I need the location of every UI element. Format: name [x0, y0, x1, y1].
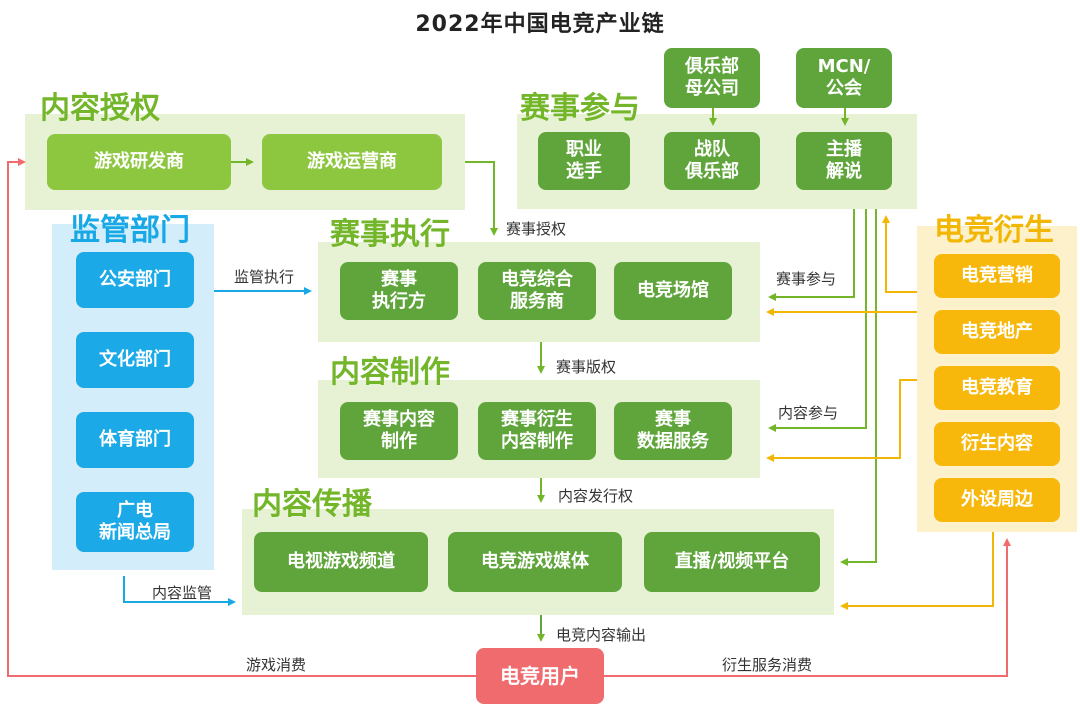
event-execution-title: 赛事执行	[330, 217, 450, 252]
regulators-title: 监管部门	[70, 213, 190, 248]
game-consumption-label: 游戏消费	[246, 656, 307, 674]
content-license-title: 内容授权	[40, 91, 160, 126]
esports-media-box: 电竞游戏媒体	[448, 532, 622, 592]
team-club-box: 战队 俱乐部	[664, 132, 760, 190]
public-security-box: 公安部门	[76, 252, 194, 308]
event-license-label: 赛事授权	[506, 220, 567, 238]
regulation-exec-label: 监管执行	[234, 268, 295, 286]
esports-education-box: 电竞教育	[934, 366, 1060, 410]
esports-venue-box: 电竞场馆	[614, 262, 732, 320]
event-content-production-box: 赛事内容 制作	[340, 402, 458, 460]
page-title: 2022年中国电竞产业链	[415, 12, 665, 37]
game-operator-box: 游戏运营商	[262, 134, 442, 190]
content-participation-label: 内容参与	[778, 404, 839, 422]
live-video-platform-box: 直播/视频平台	[644, 532, 820, 592]
club-parent-company-box: 俱乐部 母公司	[664, 48, 760, 108]
esports-marketing-box: 电竞营销	[934, 254, 1060, 298]
event-participation-title: 赛事参与	[520, 91, 640, 126]
event-copyright-label: 赛事版权	[556, 358, 617, 376]
derivatives-title: 电竞衍生	[934, 213, 1054, 248]
content-release-label: 内容发行权	[558, 487, 634, 505]
game-developer-box: 游戏研发商	[47, 134, 231, 190]
content-distribution-title: 内容传播	[252, 487, 372, 522]
event-data-service-box: 赛事 数据服务	[614, 402, 732, 460]
esports-real-estate-box: 电竞地产	[934, 310, 1060, 354]
streamer-commentator-box: 主播 解说	[796, 132, 892, 190]
broadcast-admin-box: 广电 新闻总局	[76, 492, 194, 552]
content-production-title: 内容制作	[330, 355, 450, 390]
event-participation-label: 赛事参与	[776, 270, 837, 288]
tv-game-channel-box: 电视游戏频道	[254, 532, 428, 592]
derivative-content-box: 衍生内容	[934, 422, 1060, 466]
event-executor-box: 赛事 执行方	[340, 262, 458, 320]
pro-player-box: 职业 选手	[538, 132, 630, 190]
content-output-label: 电竞内容输出	[556, 626, 647, 644]
derivative-content-production-box: 赛事衍生 内容制作	[478, 402, 596, 460]
mcn-guild-box: MCN/ 公会	[796, 48, 892, 108]
culture-dept-box: 文化部门	[76, 332, 194, 388]
sports-dept-box: 体育部门	[76, 412, 194, 468]
derivative-consumption-label: 衍生服务消费	[722, 656, 813, 674]
peripherals-box: 外设周边	[934, 478, 1060, 522]
esports-service-provider-box: 电竞综合 服务商	[478, 262, 596, 320]
content-supervision-label: 内容监管	[152, 584, 213, 602]
esports-user-box: 电竞用户	[476, 648, 604, 704]
